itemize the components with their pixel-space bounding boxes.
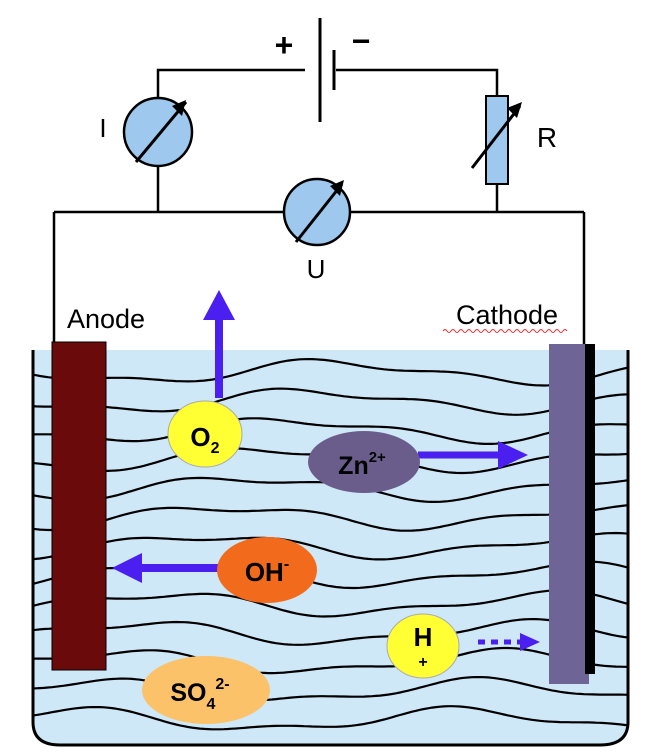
battery-minus-label: −: [352, 23, 371, 59]
zn-ion: Zn2+: [308, 431, 420, 493]
electrolyte-wave: [33, 705, 628, 732]
variable-resistor: R: [470, 95, 557, 185]
o2-label: O: [190, 422, 210, 452]
anode-label: Anode: [67, 304, 145, 334]
svg-text:OH-: OH-: [245, 556, 289, 587]
circuit-wires: [52, 68, 586, 345]
svg-text:SO42-: SO42-: [170, 676, 229, 713]
oh-label: OH: [245, 557, 284, 587]
resistor-label: R: [537, 122, 557, 153]
vessel: [31, 350, 630, 747]
voltmeter: U: [282, 177, 352, 284]
zn-arrow: [418, 441, 528, 469]
battery: + −: [275, 18, 371, 122]
h-ion: H +: [386, 613, 460, 679]
oh-arrow: [112, 553, 222, 583]
electrolyte: [33, 350, 628, 745]
cathode-label: Cathode: [456, 300, 558, 330]
o2-molecule: O2: [167, 400, 243, 468]
h-superscript: +: [418, 654, 427, 671]
cathode-electrode: [549, 344, 595, 684]
spellcheck-underline: [442, 329, 568, 333]
o2-arrow: [203, 290, 235, 398]
ammeter-label: I: [99, 113, 106, 143]
h-label: H: [414, 622, 433, 652]
ammeter: I: [99, 96, 194, 168]
so4-ion: SO42-: [142, 656, 270, 724]
so4-superscript: 2-: [215, 676, 229, 693]
o2-subscript: 2: [211, 440, 220, 457]
svg-text:Zn2+: Zn2+: [338, 449, 386, 480]
voltmeter-label: U: [307, 254, 326, 284]
zn-label: Zn: [338, 452, 369, 480]
svg-text:O2: O2: [190, 422, 219, 457]
battery-plus-label: +: [275, 27, 294, 63]
so4-subscript: 4: [206, 696, 215, 713]
oh-ion: OH-: [217, 537, 317, 603]
electrolyte-wave: [33, 676, 628, 703]
so4-label: SO: [170, 679, 206, 707]
h-arrow: [478, 633, 540, 651]
oh-superscript: -: [284, 556, 289, 573]
anode-electrode: [51, 341, 107, 671]
zn-superscript: 2+: [369, 449, 386, 466]
